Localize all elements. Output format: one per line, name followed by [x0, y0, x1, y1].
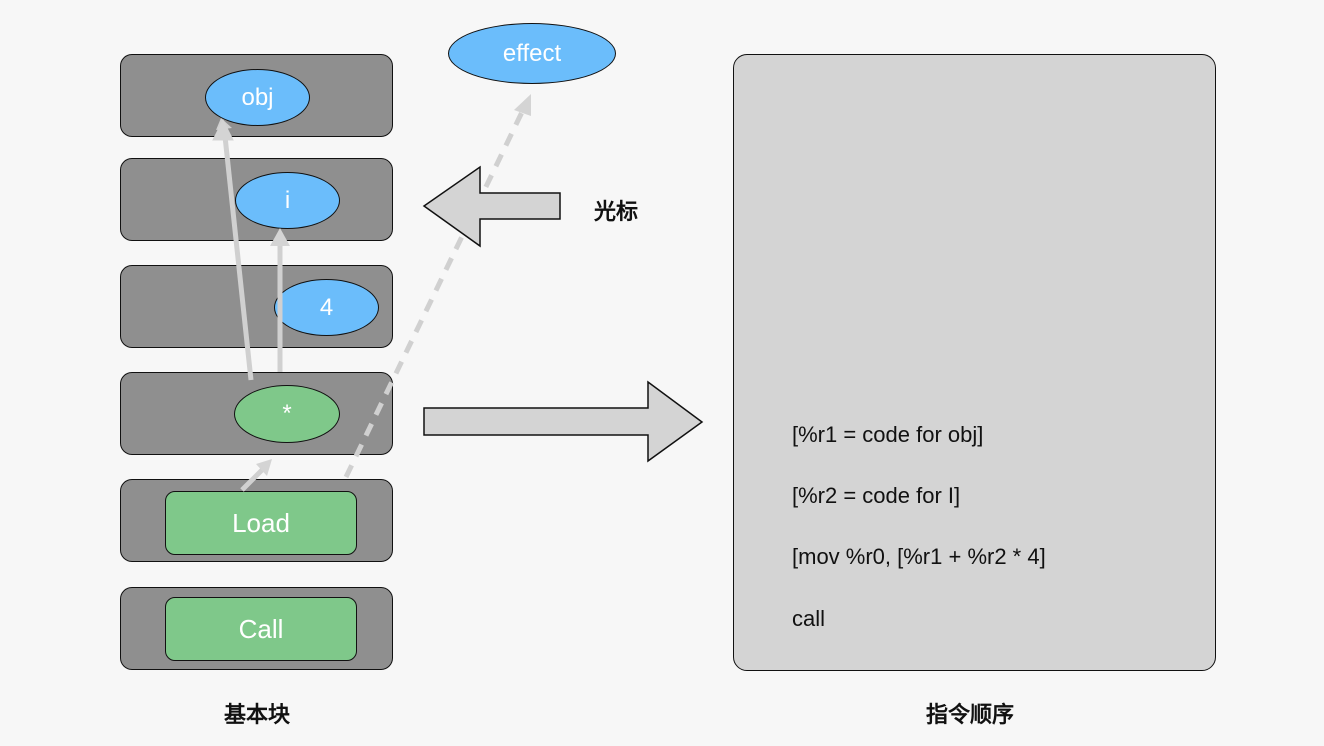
cursor-label: 光标	[594, 199, 639, 224]
node-load: Load	[165, 491, 357, 555]
instruction-order-caption: 指令顺序	[926, 702, 1015, 727]
node-multiply: *	[234, 385, 340, 443]
instruction-line-1: [%r1 = code for obj]	[792, 422, 984, 447]
cursor-arrow	[422, 165, 561, 248]
node-obj: obj	[205, 69, 310, 126]
edge-mul-to-obj	[221, 126, 254, 381]
node-i: i	[235, 172, 340, 229]
edge-load-to-mul-head	[256, 459, 272, 476]
instruction-panel	[733, 54, 1216, 671]
node-effect: effect	[448, 23, 616, 84]
node-4: 4	[274, 279, 379, 336]
basic-block-caption: 基本块	[224, 702, 291, 727]
edge-mul-to-i-head	[270, 228, 290, 246]
block-to-instructions-arrow	[423, 380, 704, 463]
node-call: Call	[165, 597, 357, 661]
instruction-line-4: call	[792, 606, 826, 631]
edge-load-to-mul	[240, 468, 264, 492]
instruction-line-3: [mov %r0, [%r1 + %r2 * 4]	[792, 544, 1046, 569]
edge-load-to-effect-head	[514, 94, 531, 116]
instruction-line-2: [%r2 = code for I]	[792, 483, 961, 508]
